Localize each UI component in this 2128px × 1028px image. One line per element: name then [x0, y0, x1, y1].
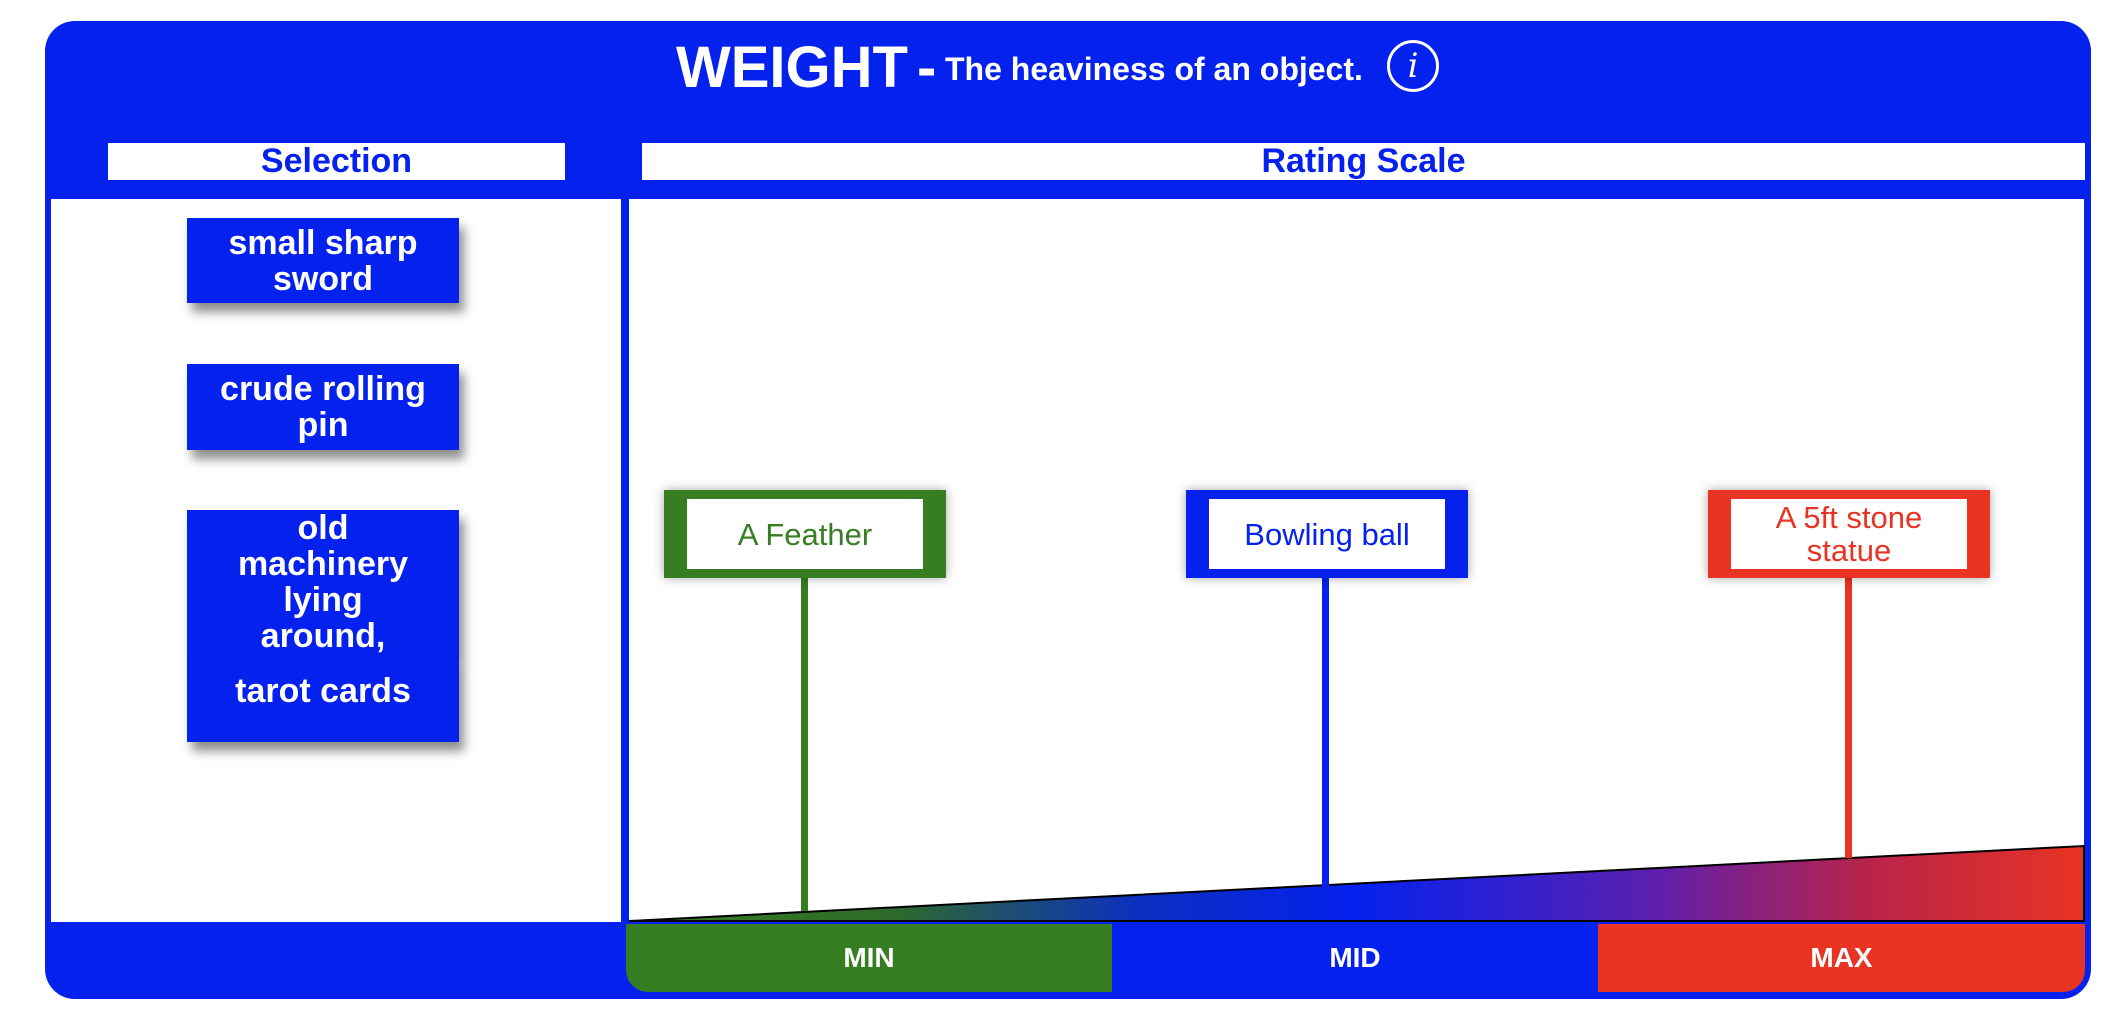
card-label-line: sword: [272, 260, 374, 298]
selection-header: Selection: [108, 143, 565, 180]
selection-card[interactable]: small sharp sword: [187, 218, 459, 303]
scale-max: MAX: [1598, 924, 2085, 992]
rating-scale-header: Rating Scale: [642, 143, 2085, 180]
card-label-line: machinery: [237, 545, 409, 583]
card-label-line: lying: [283, 581, 363, 619]
selection-card[interactable]: tarot cards: [187, 656, 459, 742]
card-label-line: small sharp: [228, 224, 418, 262]
scale-mid: MID: [1112, 924, 1598, 992]
selection-card[interactable]: old machinery lying around,: [187, 510, 459, 656]
anchor-label: A Feather: [687, 499, 923, 569]
anchor-sign-max: A 5ft stone statue: [1708, 490, 1990, 578]
card-label-line: old: [297, 509, 349, 547]
anchor-sign-min: A Feather: [664, 490, 946, 578]
card-label-line: around,: [260, 617, 386, 655]
scale-min: MIN: [626, 924, 1112, 992]
info-icon[interactable]: i: [1387, 40, 1439, 92]
anchor-sign-mid: Bowling ball: [1186, 490, 1468, 578]
page-title: WEIGHT: [676, 35, 908, 100]
anchor-stake-min: [801, 578, 808, 911]
ramp-wedge: [628, 844, 2085, 922]
attribute-description: The heaviness of an object.: [945, 51, 1363, 87]
card-label-line: crude rolling: [220, 370, 426, 408]
title-bar: WEIGHT - The heaviness of an object. i: [0, 0, 2128, 130]
card-label-line: tarot cards: [235, 672, 411, 710]
anchor-label: Bowling ball: [1209, 499, 1445, 569]
title-separator: -: [917, 35, 937, 100]
anchor-stake-mid: [1322, 578, 1329, 886]
anchor-stake-max: [1845, 578, 1852, 858]
selection-card[interactable]: crude rolling pin: [187, 364, 459, 450]
anchor-label: A 5ft stone statue: [1731, 499, 1967, 569]
card-label-line: pin: [297, 406, 349, 444]
